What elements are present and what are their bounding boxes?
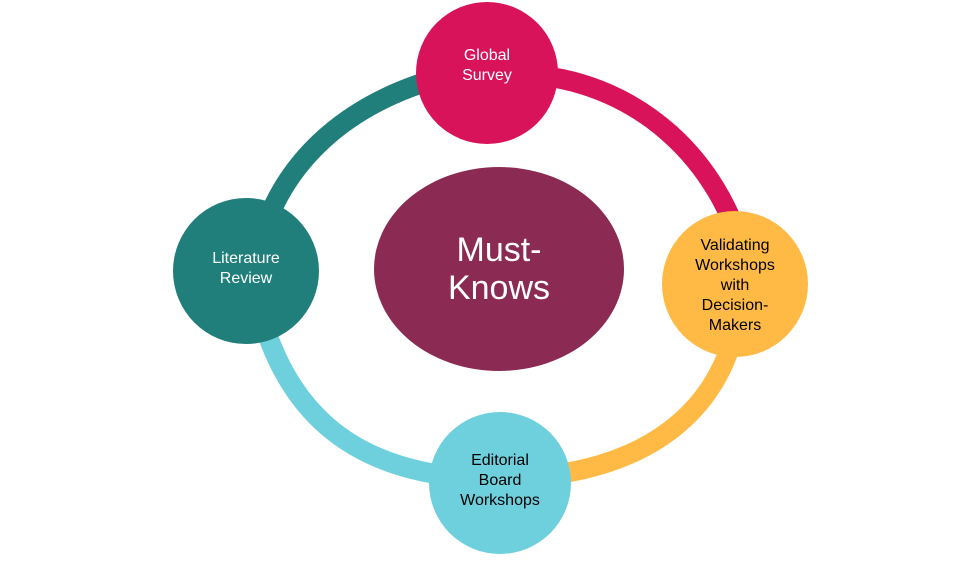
node-editorial-board-workshops: Editorial Board Workshops: [429, 412, 571, 554]
center-must-knows: Must- Knows: [374, 167, 624, 371]
global-survey-label: Global Survey: [462, 47, 512, 84]
validating-workshops-label: Validating Workshops with Decision- Make…: [695, 237, 775, 334]
node-global-survey: Global Survey: [416, 2, 558, 144]
node-validating-workshops: Validating Workshops with Decision- Make…: [662, 211, 808, 357]
node-literature-review: Literature Review: [173, 198, 319, 344]
center-label: Must- Knows: [447, 231, 551, 307]
literature-review-label: Literature Review: [212, 250, 280, 287]
editorial-board-label: Editorial Board Workshops: [460, 452, 540, 509]
